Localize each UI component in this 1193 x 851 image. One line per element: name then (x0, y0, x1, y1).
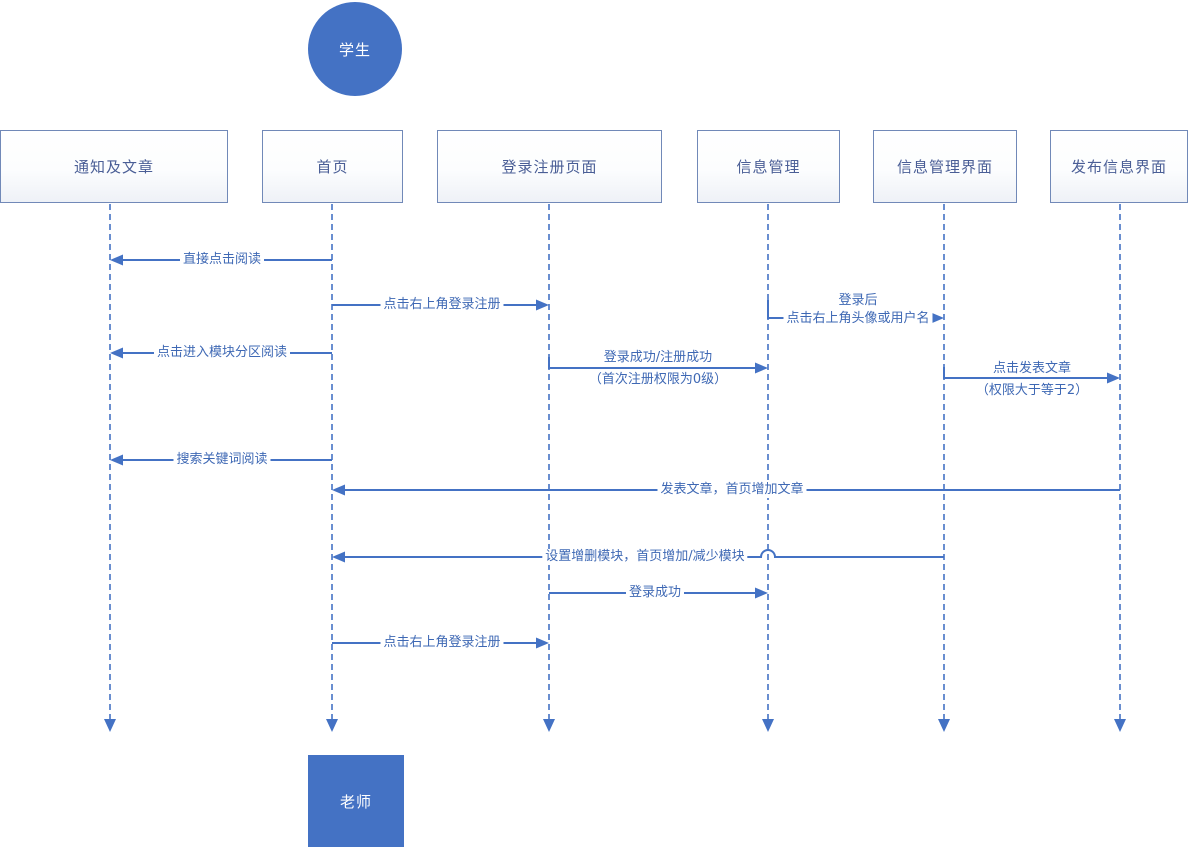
message-label-5-line2: （首次注册权限为0级） (585, 372, 731, 388)
arrow-right-icon (536, 637, 549, 649)
lifeline-box-notice: 通知及文章 (0, 130, 228, 203)
message-line-5 (548, 357, 757, 369)
lifeline-end-arrows (104, 719, 1126, 732)
lifeline-end-arrow-icon (938, 719, 950, 732)
lifeline-box-info-mgmt-ui: 信息管理界面 (873, 130, 1017, 203)
arrow-left-icon (110, 347, 123, 359)
message-label-1: 直接点击阅读 (179, 252, 265, 268)
lifeline-box-label: 通知及文章 (73, 158, 154, 176)
lifeline-end-arrow-icon (104, 719, 116, 732)
message-arrowheads (110, 254, 1120, 649)
lifeline-box-info-mgmt: 信息管理 (697, 130, 840, 203)
message-label-6-line2: （权限大于等于2） (972, 383, 1092, 399)
message-label-3-line1: 登录后 (835, 293, 881, 309)
message-lines (122, 259, 1120, 644)
lifeline-box-label: 首页 (316, 158, 349, 176)
lifeline-box-publish-ui: 发布信息界面 (1050, 130, 1188, 203)
message-label-9: 设置增删模块，首页增加/减少模块 (542, 549, 748, 565)
arrow-right-icon (931, 312, 944, 324)
message-label-11: 点击右上角登录注册 (380, 635, 504, 651)
message-label-4: 点击进入模块分区阅读 (153, 345, 291, 361)
arrow-right-icon (1107, 372, 1120, 384)
message-label-5-line1: 登录成功/注册成功 (600, 350, 716, 366)
actor-student-label: 学生 (338, 40, 371, 59)
lifeline-box-label: 发布信息界面 (1070, 158, 1167, 176)
arrow-right-icon (755, 587, 768, 599)
message-label-7: 搜索关键词阅读 (173, 452, 271, 468)
lifeline-box-login: 登录注册页面 (437, 130, 662, 203)
lifeline-box-label: 信息管理界面 (896, 158, 993, 176)
lifeline-end-arrow-icon (1114, 719, 1126, 732)
lifeline-box-home: 首页 (262, 130, 403, 203)
actor-teacher: 老师 (308, 755, 404, 847)
lifeline-end-arrow-icon (326, 719, 338, 732)
message-line-6 (943, 367, 1109, 379)
arrow-left-icon (110, 254, 123, 266)
lifeline-box-label: 登录注册页面 (501, 158, 598, 176)
message-line-9 (344, 549, 944, 558)
arrow-right-icon (755, 362, 768, 374)
message-label-2: 点击右上角登录注册 (380, 297, 504, 313)
arrow-left-icon (110, 454, 123, 466)
actor-student: 学生 (308, 2, 402, 96)
message-label-3-line2: 点击右上角头像或用户名 (783, 311, 933, 327)
actor-teacher-label: 老师 (339, 792, 372, 811)
arrow-left-icon (332, 484, 345, 496)
arrow-left-icon (332, 551, 345, 563)
lifelines-dashed (109, 204, 1121, 719)
message-label-10: 登录成功 (625, 585, 685, 601)
arrow-right-icon (536, 299, 549, 311)
lifeline-box-label: 信息管理 (736, 158, 801, 176)
message-label-6-line1: 点击发表文章 (989, 361, 1075, 377)
lifeline-end-arrow-icon (762, 719, 774, 732)
lifeline-end-arrow-icon (543, 719, 555, 732)
message-label-8: 发表文章，首页增加文章 (657, 482, 807, 498)
